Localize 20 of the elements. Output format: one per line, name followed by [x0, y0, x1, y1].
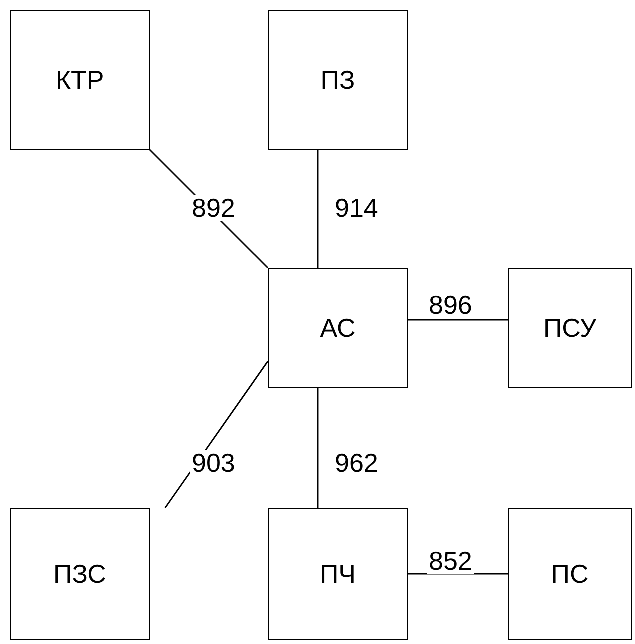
- connector-line: [408, 319, 508, 321]
- connector-line: [408, 573, 508, 575]
- node-label: ПЗС: [54, 558, 106, 590]
- node-label: ПСУ: [543, 312, 597, 344]
- node-box: [268, 508, 408, 640]
- node-box: [508, 508, 632, 640]
- node-box: [10, 508, 150, 640]
- connector-line: [317, 388, 319, 508]
- connector-line: [317, 150, 319, 268]
- node-label: ПС: [551, 558, 589, 590]
- node-box: [268, 10, 408, 150]
- node-box: [268, 268, 408, 388]
- node-label: ПЗ: [320, 64, 356, 96]
- edge-label: 892: [190, 195, 238, 221]
- edge-label: 903: [190, 450, 238, 476]
- node-label: КТР: [56, 64, 104, 96]
- node-label: ПЧ: [320, 558, 356, 590]
- node-box: [508, 268, 632, 388]
- node-label: АС: [320, 312, 356, 344]
- node-box: [10, 10, 150, 150]
